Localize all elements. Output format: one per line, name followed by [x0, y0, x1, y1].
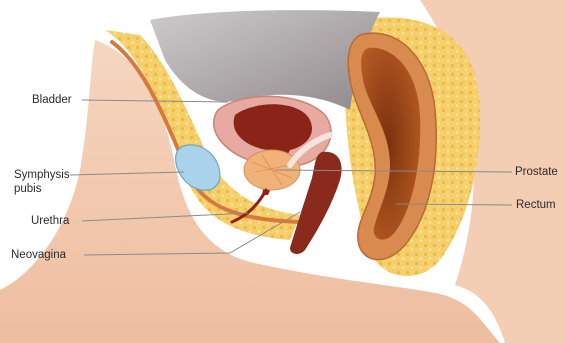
label-urethra: Urethra — [31, 214, 69, 228]
label-bladder: Bladder — [32, 93, 72, 107]
label-neovagina: Neovagina — [11, 248, 66, 262]
label-symphysis-line2: pubis — [14, 182, 70, 196]
label-symphysis-pubis: Symphysis pubis — [14, 168, 70, 196]
symphysis-pubis — [176, 145, 220, 190]
label-prostate: Prostate — [515, 165, 558, 179]
peritoneal-cavity — [150, 10, 380, 110]
label-symphysis-line1: Symphysis — [14, 168, 70, 182]
label-rectum: Rectum — [516, 198, 556, 212]
